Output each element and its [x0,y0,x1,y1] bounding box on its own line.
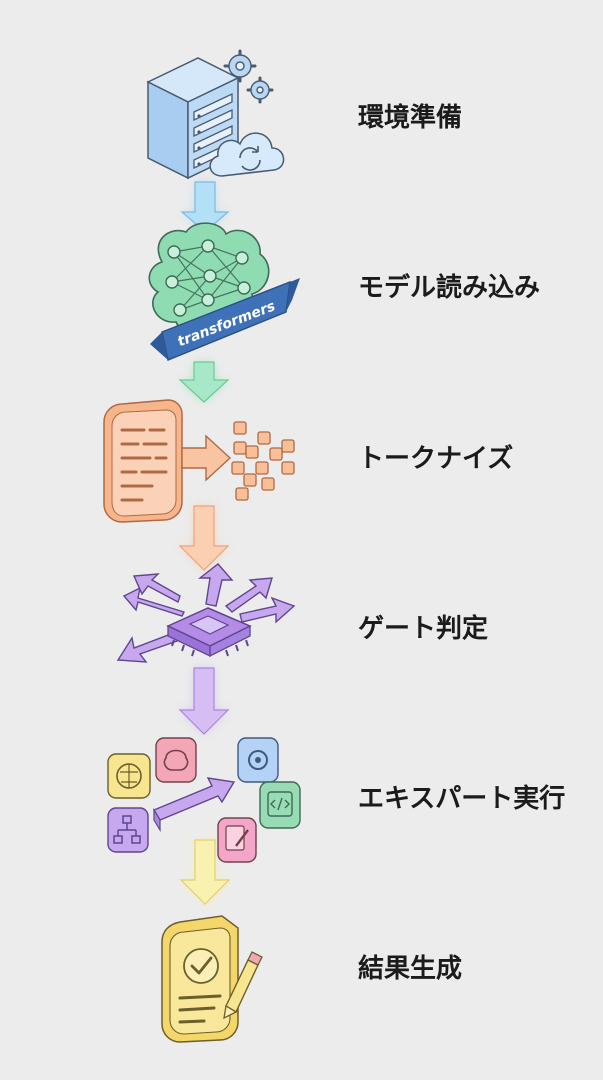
flow-arrow-2 [178,361,230,403]
step-label-expert: エキスパート実行 [358,784,566,814]
neural-brain-icon: transformers [148,222,300,361]
step-label-gate: ゲート判定 [358,614,489,644]
flow-arrow-1 [180,181,230,233]
pencil-icon [223,951,263,1020]
step-label-tokenize: トークナイズ [358,444,514,474]
document-to-tokens-icon [103,399,295,523]
expert-modules-icon [107,737,301,863]
flow-arrow-4 [178,667,230,735]
step-label-model-load: モデル読み込み [358,273,541,303]
server-cloud-gears-icon [146,49,285,180]
step-label-result: 結果生成 [358,954,463,984]
step-label-environment: 環境準備 [358,103,463,133]
result-document-check-icon [161,915,263,1043]
flow-arrow-5 [179,839,231,905]
flow-arrow-3 [178,505,230,571]
router-chip-icon [116,563,296,663]
